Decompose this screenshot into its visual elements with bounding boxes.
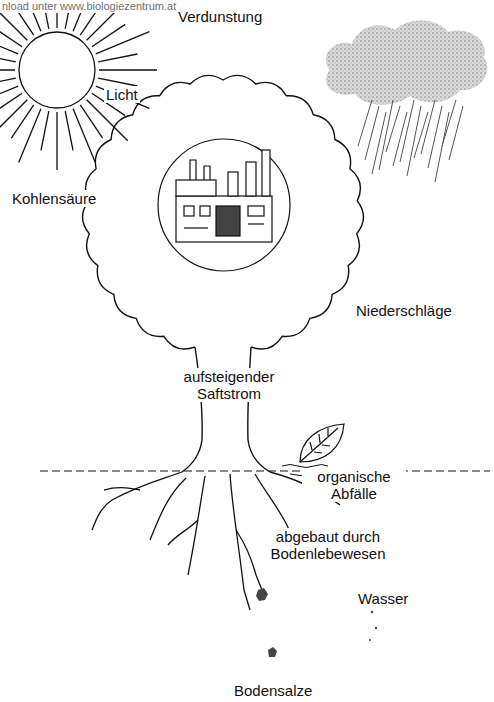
sun-ray (65, 111, 73, 150)
sun-ray (0, 54, 16, 62)
tree-trunk (182, 347, 270, 472)
annotation-label: organische Abfälle (302, 468, 406, 502)
factory-symbol (158, 139, 290, 271)
sun-ray (19, 109, 41, 163)
annotation-label: Verdunstung (176, 8, 264, 25)
rain-streak (435, 112, 449, 182)
rain-streak (442, 100, 456, 146)
annotation-label: Licht (104, 86, 140, 103)
annotation-label: abgebaut durch Bodenlebewesen (256, 528, 400, 562)
sun-ray (73, 109, 95, 163)
sun-ray (0, 69, 15, 70)
sun-ray (11, 105, 33, 138)
watermark: nload unter www.biologiezentrum.at (0, 0, 178, 13)
sun-ray (98, 78, 137, 86)
annotation-label: Wasser (356, 590, 410, 607)
tree-crown (82, 75, 363, 349)
sun-ray (41, 111, 49, 150)
sun-ray (0, 93, 22, 115)
sun-ray (99, 69, 157, 70)
sun-ray (0, 78, 16, 86)
sun-ray (98, 54, 137, 62)
sun (0, 0, 157, 170)
rain-streaks (358, 100, 463, 182)
ground-line (40, 465, 490, 476)
annotation-label: Niederschläge (354, 302, 454, 319)
sun-ray (0, 86, 18, 108)
sun-ray (96, 86, 150, 108)
crown-outline (82, 75, 363, 349)
rain-streak (358, 100, 372, 146)
sun-ray (56, 112, 57, 170)
annotation-label: Bodensalze (232, 682, 314, 699)
sun-ray (96, 32, 150, 54)
rain-cloud (326, 20, 487, 104)
annotation-label: Kohlensäure (10, 190, 98, 207)
sun-ray (0, 24, 22, 46)
rain-streak (449, 106, 463, 160)
sun-ray (87, 100, 128, 141)
annotation-label: aufsteigender Saftstrom (162, 368, 296, 402)
rain-streak (386, 106, 400, 152)
falling-leaf (300, 424, 344, 462)
